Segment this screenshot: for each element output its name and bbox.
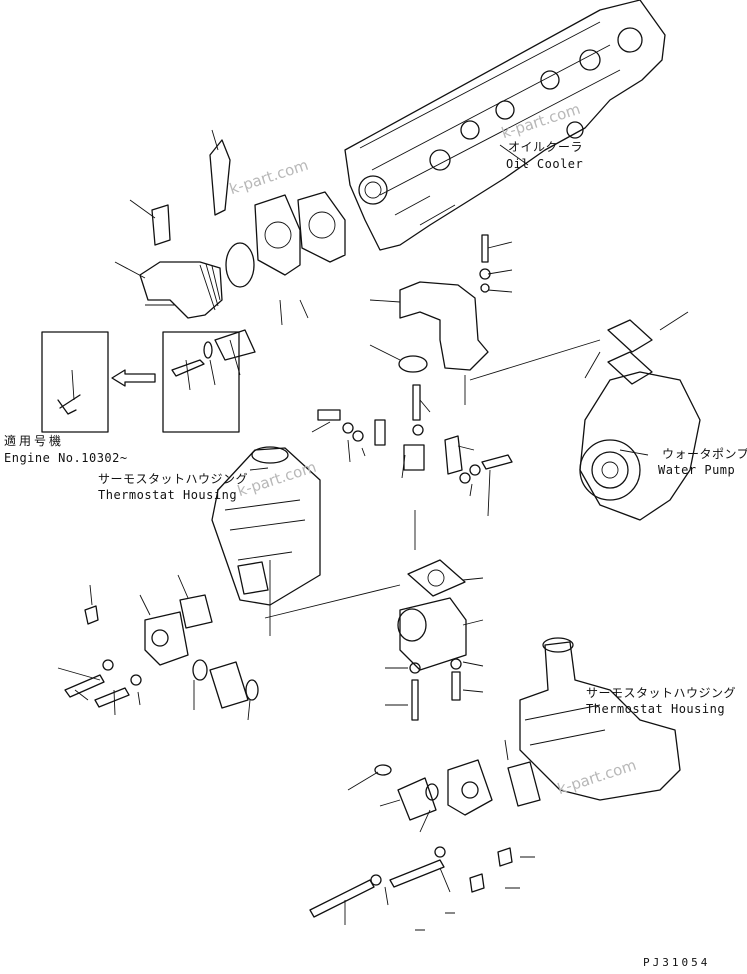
leader-lines <box>57 129 689 931</box>
water-pump <box>579 319 701 521</box>
figure-code: PJ31054 <box>643 956 711 969</box>
bottom-parts <box>309 759 513 918</box>
thermostat-housing-label-en-1: Thermostat Housing <box>98 488 238 502</box>
upper-gaskets <box>225 191 346 288</box>
oil-cooler-body <box>344 0 666 251</box>
thermostat-housing-right <box>507 637 681 807</box>
center-fittings <box>317 384 513 484</box>
engine-number-label: Engine No.10302~ <box>4 451 128 465</box>
inset-boxes <box>41 331 240 433</box>
water-pump-label-en: Water Pump <box>658 463 736 477</box>
oil-cooler-label-en: Oil Cooler <box>506 157 584 171</box>
thermostat-housing-label-jp-1: サーモスタットハウジング <box>98 472 249 486</box>
water-pump-label-jp: ウォータポンプ <box>662 447 747 461</box>
thermostat-housing-label-en-2: Thermostat Housing <box>586 702 726 716</box>
left-small-parts <box>64 594 259 709</box>
thermostat-housing-label-jp-2: サーモスタットハウジング <box>586 686 737 700</box>
lower-center-housing <box>397 559 467 721</box>
water-pipe <box>398 234 491 373</box>
applicable-label-jp: 適用号機 <box>4 434 65 448</box>
elbow-pipe <box>139 139 256 361</box>
oil-cooler-label-jp: オイルクーラ <box>508 140 584 154</box>
